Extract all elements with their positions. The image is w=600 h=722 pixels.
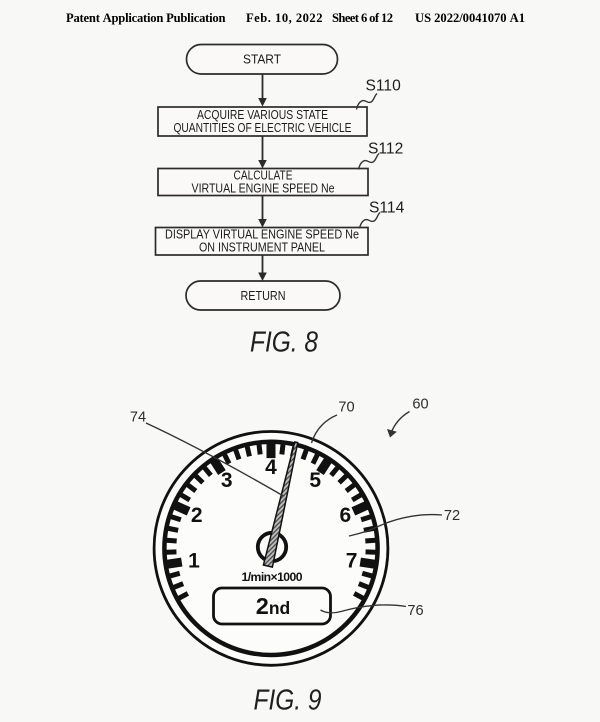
svg-text:FIG. 8: FIG. 8	[250, 327, 318, 359]
svg-text:60: 60	[412, 397, 428, 413]
svg-text:76: 76	[407, 603, 423, 619]
svg-text:72: 72	[444, 508, 460, 524]
svg-text:2nd: 2nd	[256, 593, 290, 619]
svg-text:Patent Application Publication: Patent Application Publication	[66, 11, 226, 25]
svg-text:74: 74	[130, 410, 146, 426]
svg-text:3: 3	[221, 469, 233, 492]
svg-text:Feb. 10, 2022: Feb. 10, 2022	[246, 11, 323, 25]
svg-text:5: 5	[309, 469, 321, 492]
svg-text:VIRTUAL ENGINE SPEED Ne: VIRTUAL ENGINE SPEED Ne	[192, 181, 335, 195]
svg-text:S114: S114	[369, 200, 405, 217]
svg-text:DISPLAY VIRTUAL ENGINE SPEED N: DISPLAY VIRTUAL ENGINE SPEED Ne	[165, 228, 359, 242]
svg-text:7: 7	[346, 550, 358, 573]
svg-text:QUANTITIES OF ELECTRIC VEHICLE: QUANTITIES OF ELECTRIC VEHICLE	[174, 121, 352, 135]
svg-text:70: 70	[338, 400, 354, 416]
svg-text:1/min×1000: 1/min×1000	[242, 570, 303, 584]
svg-text:2: 2	[191, 504, 203, 527]
svg-text:S112: S112	[368, 141, 403, 158]
svg-text:START: START	[243, 53, 281, 67]
svg-text:CALCULATE: CALCULATE	[234, 168, 293, 182]
svg-text:US 2022/0041070 A1: US 2022/0041070 A1	[415, 11, 525, 25]
svg-text:S110: S110	[366, 78, 402, 95]
svg-text:ACQUIRE VARIOUS STATE: ACQUIRE VARIOUS STATE	[197, 108, 328, 122]
svg-text:FIG. 9: FIG. 9	[254, 685, 322, 717]
svg-text:ON INSTRUMENT PANEL: ON INSTRUMENT PANEL	[199, 241, 325, 255]
svg-text:Sheet 6 of 12: Sheet 6 of 12	[332, 11, 393, 25]
svg-text:RETURN: RETURN	[241, 289, 286, 303]
svg-text:4: 4	[265, 456, 277, 479]
svg-text:6: 6	[339, 504, 351, 527]
svg-text:1: 1	[188, 550, 200, 573]
